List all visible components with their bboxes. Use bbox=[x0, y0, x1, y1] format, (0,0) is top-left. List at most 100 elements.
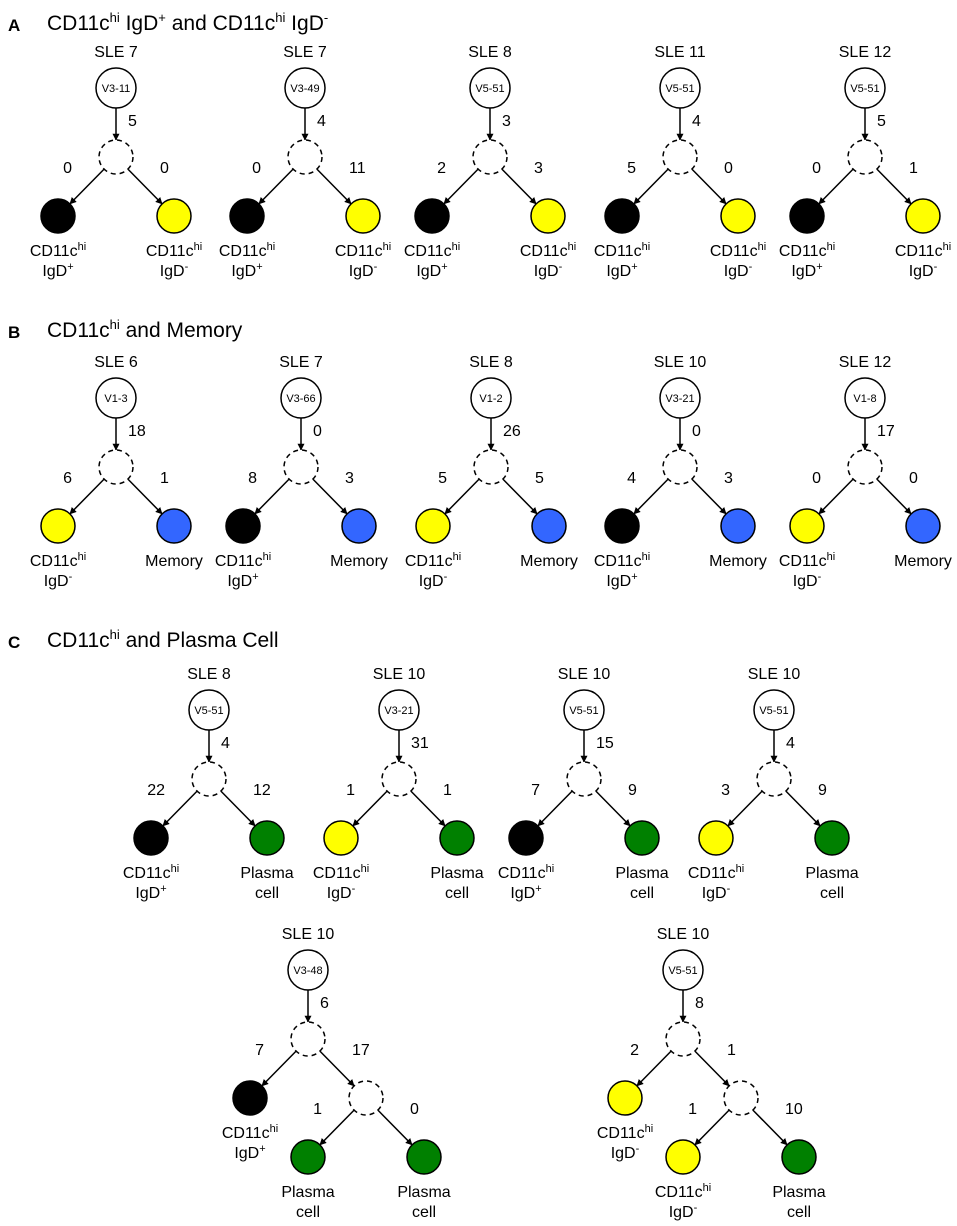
cell-node bbox=[624, 820, 660, 856]
cell-label: Memory bbox=[709, 553, 767, 570]
cell-label: CD11chi bbox=[30, 551, 86, 570]
edge-arrow bbox=[633, 168, 669, 205]
cell-label: IgD+ bbox=[42, 261, 73, 280]
ancestor-node bbox=[665, 1021, 701, 1057]
edge-arrow bbox=[319, 1050, 355, 1087]
ancestor-node bbox=[847, 449, 883, 485]
edge-count: 5 bbox=[535, 470, 544, 487]
cell-label: CD11chi bbox=[688, 863, 744, 882]
cell-node bbox=[133, 820, 169, 856]
edge-count: 12 bbox=[253, 782, 271, 799]
patient-label: SLE 7 bbox=[283, 44, 327, 61]
gene-label: V5-51 bbox=[569, 705, 598, 717]
edge-count: 9 bbox=[818, 782, 827, 799]
gene-label: V5-51 bbox=[759, 705, 788, 717]
edge-arrow bbox=[69, 478, 105, 515]
cell-label: IgD+ bbox=[510, 883, 541, 902]
cell-label: Plasma bbox=[397, 1184, 450, 1201]
edge-count: 3 bbox=[721, 782, 730, 799]
edge-count: 17 bbox=[352, 1042, 370, 1059]
gene-label: V3-66 bbox=[286, 393, 315, 405]
edge-arrow bbox=[752, 1109, 788, 1146]
cell-label: CD11chi bbox=[146, 241, 202, 260]
edge-arrow bbox=[876, 478, 912, 515]
cell-label: IgD- bbox=[327, 883, 356, 902]
ancestor-node bbox=[287, 139, 323, 175]
cell-label: IgD+ bbox=[227, 571, 258, 590]
patient-label: SLE 12 bbox=[839, 354, 892, 371]
edge-arrow bbox=[502, 478, 538, 515]
cell-node bbox=[789, 508, 825, 544]
gene-label: V1-2 bbox=[479, 393, 502, 405]
cell-node bbox=[720, 508, 756, 544]
cell-label: CD11chi bbox=[655, 1182, 711, 1201]
edge-count: 1 bbox=[313, 1101, 322, 1118]
ancestor-node bbox=[473, 449, 509, 485]
edge-count: 0 bbox=[909, 470, 918, 487]
edge-count: 4 bbox=[627, 470, 636, 487]
edge-count: 31 bbox=[411, 735, 429, 752]
patient-label: SLE 7 bbox=[94, 44, 138, 61]
ancestor-node bbox=[566, 761, 602, 797]
edge-arrow bbox=[69, 168, 105, 205]
edge-count: 1 bbox=[346, 782, 355, 799]
edge-arrow bbox=[254, 478, 290, 515]
patient-label: SLE 10 bbox=[654, 354, 707, 371]
cell-label: IgD- bbox=[534, 261, 563, 280]
edge-count: 17 bbox=[877, 423, 895, 440]
cell-label: CD11chi bbox=[498, 863, 554, 882]
ancestor-node bbox=[472, 139, 508, 175]
cell-node bbox=[290, 1139, 326, 1175]
edge-arrow bbox=[261, 1050, 297, 1087]
cell-label: cell bbox=[820, 885, 844, 902]
cell-node bbox=[789, 198, 825, 234]
cell-label: Plasma bbox=[615, 865, 668, 882]
clone-tree: SLE 10V3-4867CD11chiIgD+171Plasmacell0Pl… bbox=[222, 926, 451, 1221]
edge-count: 6 bbox=[63, 470, 72, 487]
cell-label: CD11chi bbox=[335, 241, 391, 260]
cell-node bbox=[698, 820, 734, 856]
cell-label: IgD- bbox=[909, 261, 938, 280]
edge-arrow bbox=[818, 168, 854, 205]
gene-label: V3-11 bbox=[102, 83, 131, 95]
edge-arrow bbox=[410, 790, 446, 827]
edge-count: 0 bbox=[724, 160, 733, 177]
cell-node bbox=[229, 198, 265, 234]
ancestor-node bbox=[98, 139, 134, 175]
edge-count: 6 bbox=[320, 995, 329, 1012]
cell-label: Plasma bbox=[281, 1184, 334, 1201]
edge-count: 0 bbox=[692, 423, 701, 440]
edge-count: 0 bbox=[410, 1101, 419, 1118]
cell-label: IgD+ bbox=[416, 261, 447, 280]
patient-label: SLE 6 bbox=[94, 354, 138, 371]
gene-label: V5-51 bbox=[475, 83, 504, 95]
cell-label: cell bbox=[412, 1204, 436, 1221]
cell-label: CD11chi bbox=[895, 241, 951, 260]
ancestor-node bbox=[756, 761, 792, 797]
cell-label: CD11chi bbox=[710, 241, 766, 260]
edge-count: 15 bbox=[596, 735, 614, 752]
gene-label: V5-51 bbox=[850, 83, 879, 95]
edge-count: 26 bbox=[503, 423, 521, 440]
edge-arrow bbox=[537, 790, 573, 827]
panel-c-letter: C bbox=[8, 633, 21, 652]
patient-label: SLE 8 bbox=[187, 666, 231, 683]
edge-count: 3 bbox=[724, 470, 733, 487]
cell-node bbox=[665, 1139, 701, 1175]
edge-count: 8 bbox=[695, 995, 704, 1012]
cell-label: Memory bbox=[894, 553, 952, 570]
edge-count: 0 bbox=[812, 160, 821, 177]
gene-label: V3-21 bbox=[384, 705, 413, 717]
edge-arrow bbox=[694, 1050, 730, 1087]
panel-c-title: CD11chi and Plasma Cell bbox=[47, 627, 279, 652]
edge-count: 7 bbox=[255, 1042, 264, 1059]
edge-count: 11 bbox=[349, 160, 366, 177]
cell-label: IgD+ bbox=[135, 883, 166, 902]
edge-arrow bbox=[377, 1109, 413, 1146]
cell-node bbox=[439, 820, 475, 856]
